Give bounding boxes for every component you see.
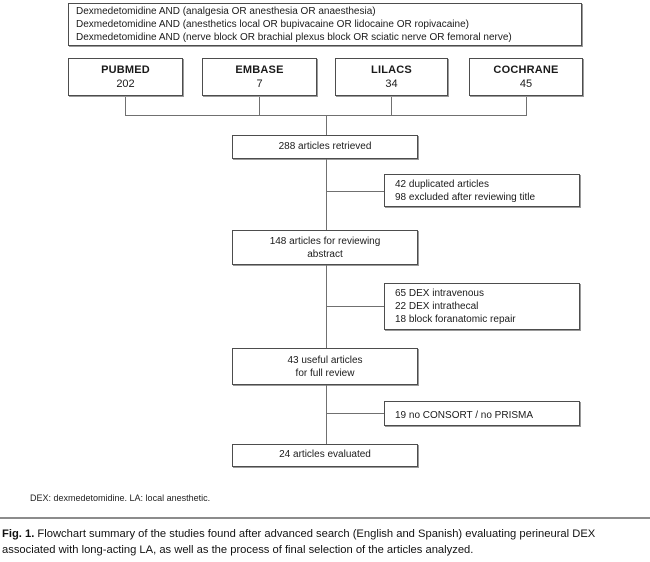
flow-line-retrieved-to-abstract bbox=[326, 159, 327, 230]
database-box-cochrane: COCHRANE 45 bbox=[469, 58, 583, 96]
database-name: PUBMED bbox=[101, 64, 150, 76]
exclusion-box-after-retrieval: 42 duplicated articles 98 excluded after… bbox=[384, 174, 580, 207]
figure-caption-label: Fig. 1. bbox=[2, 528, 35, 540]
exclusion-box-after-full-review: 19 no CONSORT / no PRISMA bbox=[384, 401, 580, 426]
flow-line-merge-drop bbox=[326, 115, 327, 135]
flow-line-branch-exclusion-1 bbox=[327, 191, 384, 192]
flow-box-label: for full review bbox=[295, 368, 355, 379]
figure-caption: Fig. 1. Flowchart summary of the studies… bbox=[2, 527, 649, 558]
flow-line-abstract-to-fullreview bbox=[326, 265, 327, 348]
search-query-line-3: Dexmedetomidine AND (nerve block OR brac… bbox=[76, 31, 512, 43]
search-query-line-1: Dexmedetomidine AND (analgesia OR anesth… bbox=[76, 6, 376, 17]
abbreviation-footnote: DEX: dexmedetomidine. LA: local anesthet… bbox=[30, 493, 211, 503]
flow-box-label: 288 articles retrieved bbox=[278, 141, 372, 152]
search-query-box: Dexmedetomidine AND (analgesia OR anesth… bbox=[68, 3, 582, 46]
exclusion-line: 19 no CONSORT / no PRISMA bbox=[395, 410, 534, 421]
database-count: 7 bbox=[256, 78, 263, 90]
database-box-lilacs: LILACS 34 bbox=[335, 58, 448, 96]
flow-line-cochrane-stub bbox=[526, 97, 527, 115]
flow-line-pubmed-stub bbox=[125, 97, 126, 115]
database-name: EMBASE bbox=[235, 64, 284, 76]
flow-box-label: abstract bbox=[307, 249, 343, 260]
database-name: LILACS bbox=[371, 64, 412, 76]
database-box-embase: EMBASE 7 bbox=[202, 58, 317, 96]
exclusion-line: 42 duplicated articles bbox=[395, 179, 489, 190]
database-count: 34 bbox=[385, 78, 398, 90]
flow-box-label: 148 articles for reviewing bbox=[269, 236, 381, 247]
database-name: COCHRANE bbox=[493, 64, 559, 76]
database-count: 45 bbox=[519, 78, 533, 90]
exclusion-line: 22 DEX intrathecal bbox=[395, 301, 479, 312]
flow-box-articles-evaluated: 24 articles evaluated bbox=[232, 444, 418, 467]
flow-line-lilacs-stub bbox=[391, 97, 392, 115]
exclusion-line: 98 excluded after reviewing title bbox=[395, 192, 536, 203]
exclusion-box-after-abstract: 65 DEX intravenous 22 DEX intrathecal 18… bbox=[384, 283, 580, 330]
exclusion-line: 18 block foranatomic repair bbox=[395, 314, 516, 325]
flow-box-articles-retrieved: 288 articles retrieved bbox=[232, 135, 418, 159]
flow-box-reviewing-abstract: 148 articles for reviewing abstract bbox=[232, 230, 418, 265]
flow-box-label: 43 useful articles bbox=[287, 355, 363, 366]
caption-separator-rule bbox=[0, 517, 650, 519]
flow-line-fullreview-to-evaluated bbox=[326, 385, 327, 444]
flow-line-branch-exclusion-2 bbox=[327, 306, 384, 307]
search-query-line-2: Dexmedetomidine AND (anesthetics local O… bbox=[76, 18, 469, 30]
database-count: 202 bbox=[116, 78, 135, 90]
flow-box-full-review: 43 useful articles for full review bbox=[232, 348, 418, 385]
flow-line-embase-stub bbox=[259, 97, 260, 115]
figure-caption-text: Flowchart summary of the studies found a… bbox=[2, 528, 596, 556]
flow-line-branch-exclusion-3 bbox=[327, 413, 384, 414]
database-box-pubmed: PUBMED 202 bbox=[68, 58, 183, 96]
exclusion-line: 65 DEX intravenous bbox=[395, 288, 484, 299]
flow-box-label: 24 articles evaluated bbox=[279, 449, 371, 460]
